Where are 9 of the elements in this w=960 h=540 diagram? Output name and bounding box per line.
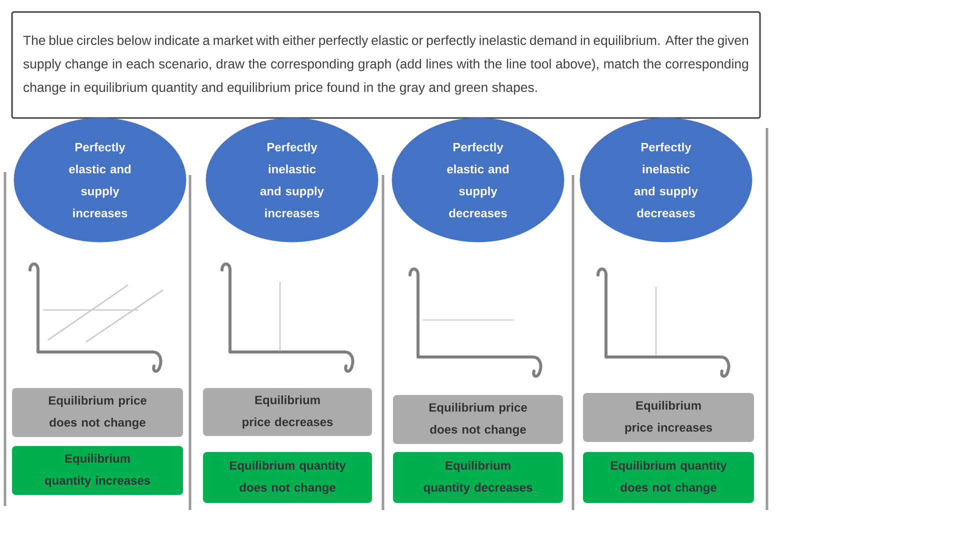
quantity-box: Equilibrium quantity decreases xyxy=(393,452,563,503)
quantity-box: Equilibrium quantity increases xyxy=(12,446,184,495)
price-box: Equilibrium price does not change xyxy=(393,395,563,444)
price-box: Equilibrium price decreases xyxy=(203,388,372,436)
quantity-box: Equilibrium quantity does not change xyxy=(583,452,754,503)
price-box: Equilibrium price increases xyxy=(583,393,754,442)
instruction-box: The blue circles below indicate a market with either perfectly elastic or perfectly inelastic demand in equilibrium. After the given supply change in each scenario, draw the corresponding graph (add lines with the line tool above), match the corresponding change in equilibrium quantity and equilibrium price found in the gray and green shapes. xyxy=(11,11,761,119)
quantity-box: Equilibrium quantity does not change xyxy=(203,452,372,503)
price-box: Equilibrium price does not change xyxy=(12,388,184,437)
